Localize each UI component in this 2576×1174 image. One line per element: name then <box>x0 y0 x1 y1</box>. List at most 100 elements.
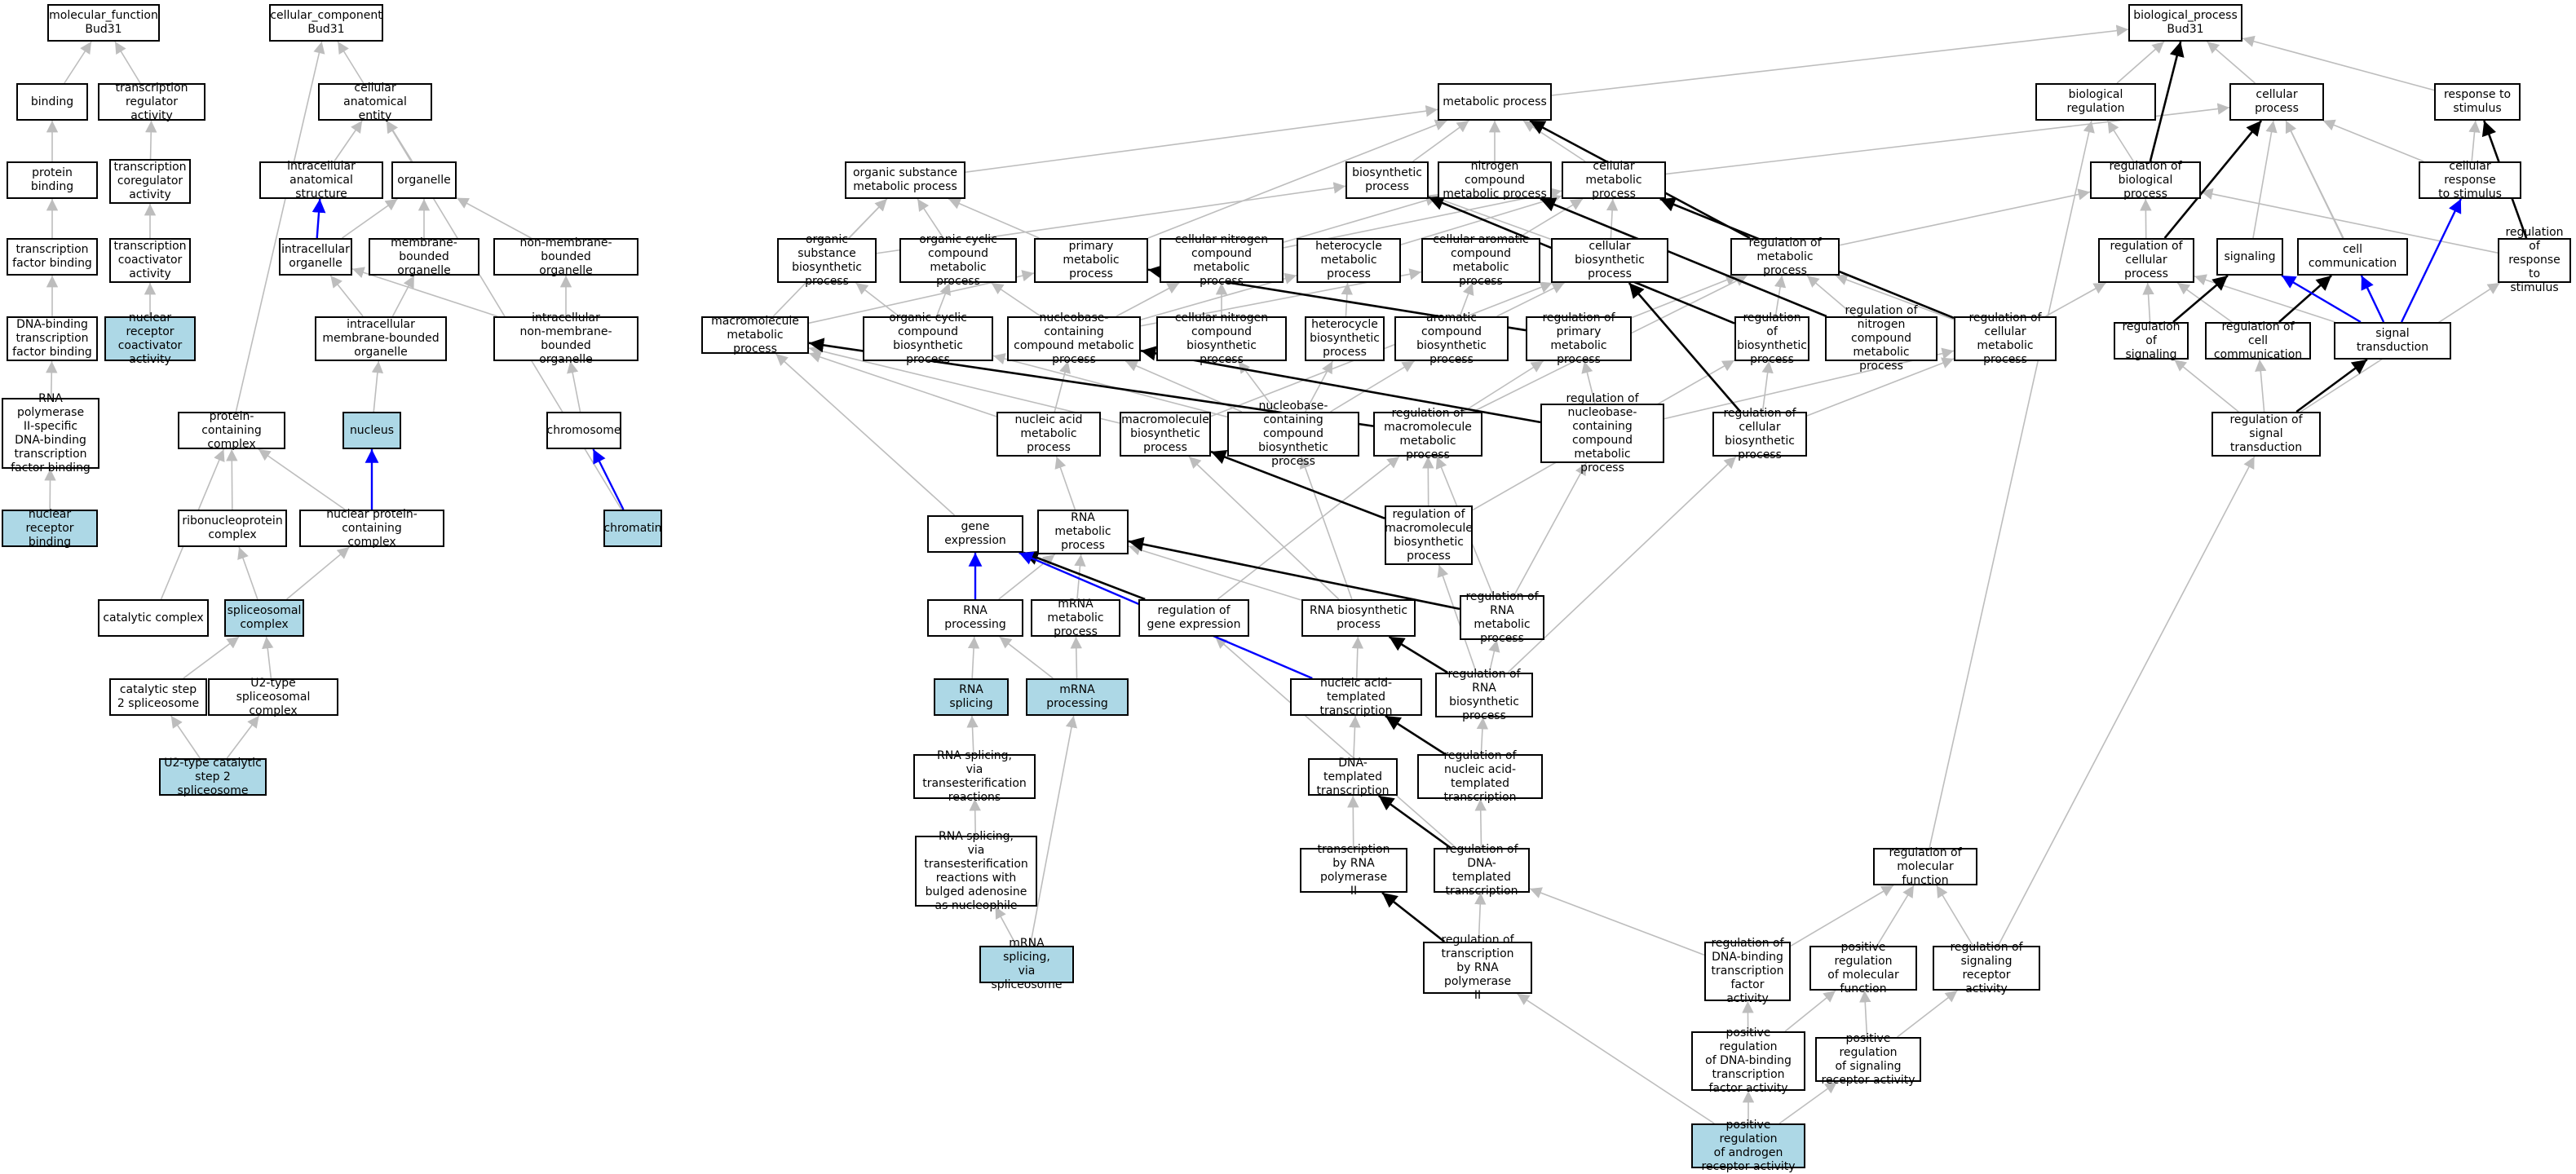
node-organelle[interactable]: organelle <box>391 161 457 199</box>
node-regmp[interactable]: regulation of metabolic process <box>1730 238 1840 276</box>
node-splc[interactable]: spliceosomal complex <box>224 599 304 637</box>
node-mbp[interactable]: macromolecule biosynthetic process <box>1120 412 1211 457</box>
node-posregsra[interactable]: positive regulation of signaling recepto… <box>1815 1037 1921 1082</box>
node-occmp[interactable]: organic cyclic compound metabolic proces… <box>899 238 1017 283</box>
node-metproc[interactable]: metabolic process <box>1438 83 1552 121</box>
node-tr_act[interactable]: transcription regulator activity <box>98 83 205 121</box>
node-hmp[interactable]: heterocycle metabolic process <box>1297 238 1401 283</box>
node-regncmp[interactable]: regulation of nitrogen compound metaboli… <box>1825 316 1938 361</box>
node-dbtfbind[interactable]: DNA-binding transcription factor binding <box>7 316 98 361</box>
node-posregdbtfa[interactable]: positive regulation of DNA-binding trans… <box>1691 1031 1805 1091</box>
node-osbp[interactable]: organic substance biosynthetic process <box>777 238 877 283</box>
node-rnpc[interactable]: ribonucleoprotein complex <box>178 510 287 547</box>
node-cc[interactable]: cellular_component Bud31 <box>269 4 383 42</box>
node-mrnaproc[interactable]: mRNA processing <box>1026 678 1129 716</box>
node-resp[interactable]: response to stimulus <box>2434 83 2521 121</box>
node-occbp[interactable]: organic cyclic compound biosynthetic pro… <box>863 316 993 361</box>
node-regsig[interactable]: regulation of signaling <box>2114 322 2189 360</box>
node-regmbp[interactable]: regulation of macromolecule biosynthetic… <box>1385 505 1473 565</box>
node-prot_bind[interactable]: protein binding <box>7 161 98 199</box>
node-regbp[interactable]: regulation of biological process <box>2090 161 2201 199</box>
node-posregmf[interactable]: positive regulation of molecular functio… <box>1809 946 1917 991</box>
node-nbccbp[interactable]: nucleobase-containing compound biosynthe… <box>1227 412 1359 457</box>
node-regrnamp[interactable]: regulation of RNA metabolic process <box>1460 595 1544 640</box>
node-pcc[interactable]: protein-containing complex <box>178 412 285 449</box>
node-regcp[interactable]: regulation of cellular process <box>2098 238 2194 283</box>
node-cmp[interactable]: cellular metabolic process <box>1562 161 1666 199</box>
node-regcbp[interactable]: regulation of cellular biosynthetic proc… <box>1712 412 1807 457</box>
node-imbo[interactable]: intracellular membrane-bounded organelle <box>315 316 447 361</box>
node-osmp[interactable]: organic substance metabolic process <box>845 161 965 199</box>
node-u2cs2[interactable]: U2-type catalytic step 2 spliceosome <box>159 758 267 796</box>
node-cacmp[interactable]: cellular aromatic compound metabolic pro… <box>1421 238 1540 283</box>
node-geneexp[interactable]: gene expression <box>927 515 1023 553</box>
node-rnaproc[interactable]: RNA processing <box>927 599 1023 637</box>
node-regnatt[interactable]: regulation of nucleic acid-templated tra… <box>1417 754 1543 799</box>
node-ncmp[interactable]: nitrogen compound metabolic process <box>1438 161 1552 199</box>
node-sigtrans[interactable]: signal transduction <box>2334 322 2451 360</box>
node-cncmp[interactable]: cellular nitrogen compound metabolic pro… <box>1160 238 1284 283</box>
node-acbp[interactable]: aromatic compound biosynthetic process <box>1394 316 1509 361</box>
node-regsra[interactable]: regulation of signaling receptor activit… <box>1933 946 2040 991</box>
node-reggeneexp[interactable]: regulation of gene expression <box>1138 599 1249 637</box>
node-rnap2bind[interactable]: RNA polymerase II-specific DNA-binding t… <box>2 398 99 469</box>
node-rnabp[interactable]: RNA biosynthetic process <box>1301 599 1416 637</box>
node-rnaspltr[interactable]: RNA splicing, via transesterification re… <box>913 754 1036 799</box>
node-regrnabp[interactable]: regulation of RNA biosynthetic process <box>1435 673 1533 717</box>
node-regmf[interactable]: regulation of molecular function <box>1873 848 1977 885</box>
node-rnaspltrb[interactable]: RNA splicing, via transesterification re… <box>915 836 1037 907</box>
node-namp[interactable]: nucleic acid metabolic process <box>996 412 1101 457</box>
node-inmbo[interactable]: intracellular non-membrane-bounded organ… <box>493 316 638 361</box>
node-mf[interactable]: molecular_function Bud31 <box>47 4 160 42</box>
node-rnasplicing[interactable]: RNA splicing <box>934 678 1009 716</box>
node-npcc[interactable]: nuclear protein-containing complex <box>299 510 444 547</box>
node-mrnamp[interactable]: mRNA metabolic process <box>1031 599 1120 637</box>
node-regmmp[interactable]: regulation of macromolecule metabolic pr… <box>1373 412 1482 457</box>
node-signaling[interactable]: signaling <box>2216 238 2283 276</box>
node-cncbp[interactable]: cellular nitrogen compound biosynthetic … <box>1156 316 1287 361</box>
node-hbp[interactable]: heterocycle biosynthetic process <box>1305 316 1385 361</box>
node-nbccmp[interactable]: nucleobase-containing compound metabolic… <box>1007 316 1141 361</box>
node-u2[interactable]: U2-type spliceosomal complex <box>208 678 338 716</box>
node-regdbtfa[interactable]: regulation of DNA-binding transcription … <box>1704 942 1791 1001</box>
node-mbo[interactable]: membrane-bounded organelle <box>369 238 479 276</box>
node-io[interactable]: intracellular organelle <box>279 238 352 276</box>
node-posregara[interactable]: positive regulation of androgen receptor… <box>1691 1123 1805 1168</box>
node-regcmp[interactable]: regulation of cellular metabolic process <box>1954 316 2057 361</box>
node-regnbccmp[interactable]: regulation of nucleobase-containing comp… <box>1540 404 1664 463</box>
node-rnamp[interactable]: RNA metabolic process <box>1037 510 1129 554</box>
node-cbp[interactable]: cellular biosynthetic process <box>1551 238 1668 283</box>
node-regtrnap2[interactable]: regulation of transcription by RNA polym… <box>1423 942 1532 994</box>
node-regst[interactable]: regulation of signal transduction <box>2211 412 2321 457</box>
node-chromatin[interactable]: chromatin <box>603 510 662 547</box>
node-biosyn[interactable]: biosynthetic process <box>1345 161 1429 199</box>
node-mrnaspl[interactable]: mRNA splicing, via spliceosome <box>979 946 1074 983</box>
node-bp[interactable]: biological_process Bud31 <box>2128 4 2242 42</box>
node-regresp[interactable]: regulation of response to stimulus <box>2498 238 2571 283</box>
node-chromosome[interactable]: chromosome <box>546 412 621 449</box>
node-trnap2[interactable]: transcription by RNA polymerase II <box>1300 848 1407 893</box>
node-tcoreg[interactable]: transcription coregulator activity <box>109 159 191 204</box>
node-nrcoact[interactable]: nuclear receptor coactivator activity <box>104 316 196 361</box>
node-cs2[interactable]: catalytic step 2 spliceosome <box>109 678 207 716</box>
node-regbiosyn[interactable]: regulation of biosynthetic process <box>1734 316 1809 361</box>
node-binding[interactable]: binding <box>16 83 88 121</box>
node-cresp[interactable]: cellular response to stimulus <box>2419 161 2521 199</box>
node-dtt[interactable]: DNA-templated transcription <box>1308 758 1398 796</box>
node-cellcomm[interactable]: cell communication <box>2297 238 2408 276</box>
node-nmbo[interactable]: non-membrane-bounded organelle <box>493 238 638 276</box>
node-tcoact[interactable]: transcription coactivator activity <box>109 238 191 283</box>
node-regpmp[interactable]: regulation of primary metabolic process <box>1526 316 1632 361</box>
node-regdtt[interactable]: regulation of DNA-templated transcriptio… <box>1434 848 1530 893</box>
node-nucleus[interactable]: nucleus <box>342 412 401 449</box>
node-regcc[interactable]: regulation of cell communication <box>2205 322 2311 360</box>
node-ias[interactable]: intracellular anatomical structure <box>259 161 383 199</box>
node-pmp[interactable]: primary metabolic process <box>1034 238 1148 283</box>
node-mmp[interactable]: macromolecule metabolic process <box>701 316 809 354</box>
node-catcomp[interactable]: catalytic complex <box>98 599 209 637</box>
node-tfbind[interactable]: transcription factor binding <box>7 238 98 276</box>
node-bioreg[interactable]: biological regulation <box>2035 83 2156 121</box>
node-nrbind[interactable]: nuclear receptor binding <box>2 510 98 547</box>
node-natt[interactable]: nucleic acid-templated transcription <box>1290 678 1422 716</box>
node-cae[interactable]: cellular anatomical entity <box>318 83 432 121</box>
